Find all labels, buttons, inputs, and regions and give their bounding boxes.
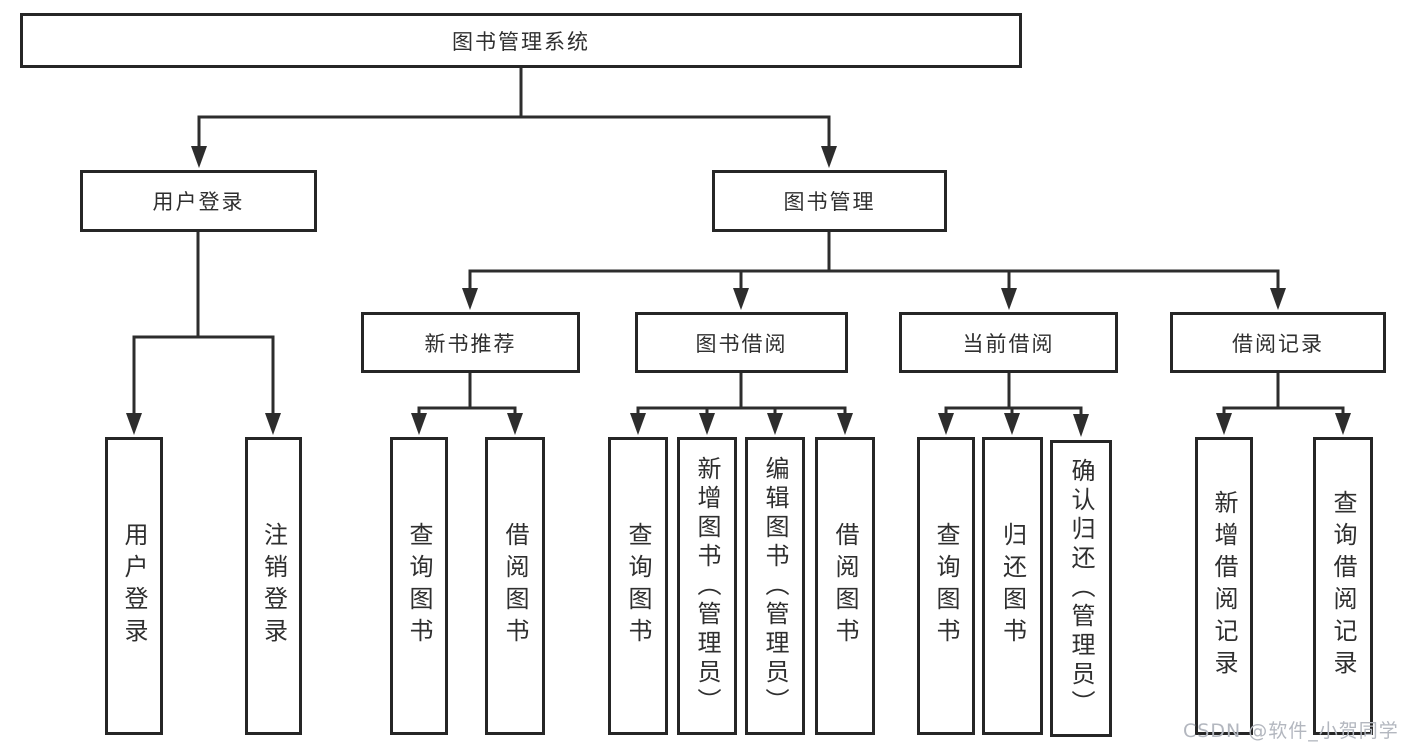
leaf-cb-confirm-return-admin-label: 确认归还（管理员） (1067, 458, 1095, 719)
node-current-borrow: 当前借阅 (899, 312, 1118, 373)
leaf-bb-add-books-admin: 新增图书（管理员） (677, 437, 737, 735)
leaf-br-query-record-label: 查询借阅记录 (1329, 490, 1357, 682)
node-current-borrow-label: 当前借阅 (962, 331, 1055, 356)
leaf-br-add-record-label: 新增借阅记录 (1210, 490, 1238, 682)
connector-borrow-records-children (1216, 373, 1351, 435)
leaf-br-add-record: 新增借阅记录 (1195, 437, 1253, 735)
leaf-nbr-borrow-books: 借阅图书 (485, 437, 545, 735)
node-root-system: 图书管理系统 (20, 13, 1022, 68)
leaf-logout: 注销登录 (245, 437, 302, 735)
connector-book-borrow-children (630, 373, 853, 435)
leaf-user-login-label: 用户登录 (120, 522, 148, 650)
node-book-mgmt: 图书管理 (712, 170, 947, 232)
leaf-nbr-borrow-books-label: 借阅图书 (501, 522, 529, 650)
connector-root-to-level2 (191, 68, 837, 168)
node-new-book-rec: 新书推荐 (361, 312, 580, 373)
leaf-logout-label: 注销登录 (259, 522, 288, 650)
leaf-bb-borrow-books-label: 借阅图书 (831, 522, 859, 650)
leaf-cb-query-books-label: 查询图书 (932, 522, 960, 650)
node-root-label: 图书管理系统 (452, 29, 590, 54)
node-user-login: 用户登录 (80, 170, 317, 232)
csdn-watermark: CSDN @软件_小贺同学 (1183, 720, 1399, 742)
node-book-borrow: 图书借阅 (635, 312, 848, 373)
connector-user-login-children (126, 232, 281, 435)
leaf-nbr-query-books-label: 查询图书 (405, 522, 433, 650)
leaf-cb-return-books-label: 归还图书 (998, 522, 1027, 650)
node-book-mgmt-label: 图书管理 (783, 190, 876, 214)
node-user-login-label: 用户登录 (152, 190, 245, 214)
node-new-book-rec-label: 新书推荐 (424, 331, 517, 356)
leaf-bb-query-books: 查询图书 (608, 437, 668, 735)
leaf-br-query-record: 查询借阅记录 (1313, 437, 1373, 735)
leaf-nbr-query-books: 查询图书 (390, 437, 448, 735)
node-borrow-records: 借阅记录 (1170, 312, 1386, 373)
leaf-user-login: 用户登录 (105, 437, 163, 735)
leaf-bb-edit-books-admin: 编辑图书（管理员） (745, 437, 805, 735)
node-borrow-records-label: 借阅记录 (1232, 331, 1324, 356)
leaf-cb-return-books: 归还图书 (982, 437, 1043, 735)
node-book-borrow-label: 图书借阅 (695, 331, 788, 356)
leaf-cb-query-books: 查询图书 (917, 437, 975, 735)
connector-new-book-rec-children (411, 373, 523, 435)
leaf-bb-borrow-books: 借阅图书 (815, 437, 875, 735)
leaf-bb-query-books-label: 查询图书 (624, 522, 652, 650)
leaf-cb-confirm-return-admin: 确认归还（管理员） (1050, 440, 1112, 737)
connector-book-mgmt-children (462, 232, 1286, 310)
leaf-bb-add-books-admin-label: 新增图书（管理员） (693, 455, 721, 717)
connector-current-borrow-children (938, 373, 1089, 437)
leaf-bb-edit-books-admin-label: 编辑图书（管理员） (761, 455, 789, 717)
